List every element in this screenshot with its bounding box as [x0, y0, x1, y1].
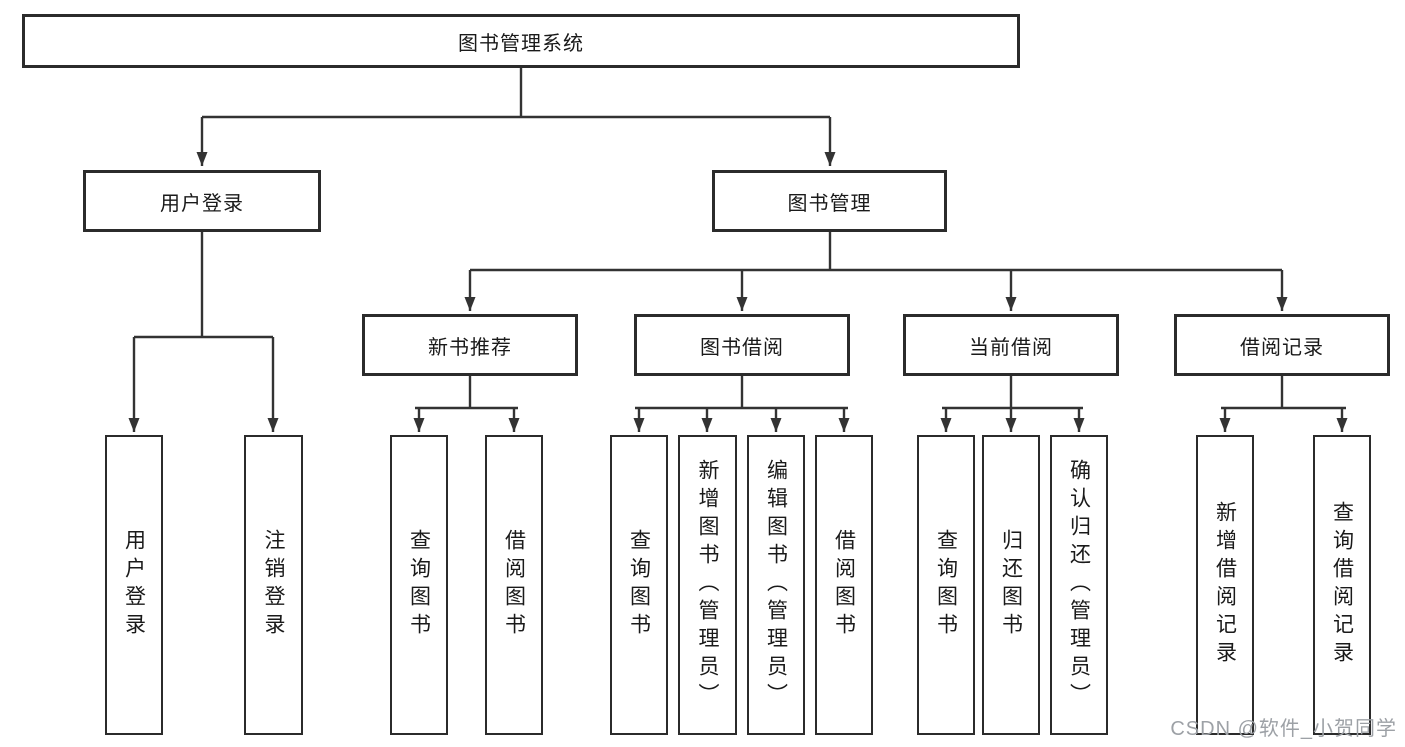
node-new-book-recommend: 新书推荐 — [362, 314, 578, 376]
connector-root-trunk — [202, 68, 830, 119]
leaf-recommend-query-books: 查询图书 — [390, 435, 448, 735]
connector-records-trunk — [1221, 376, 1346, 410]
node-book-borrowing: 图书借阅 — [634, 314, 850, 376]
leaf-borrowing-borrow-books: 借阅图书 — [815, 435, 873, 735]
node-borrowing-records-label: 借阅记录 — [1240, 336, 1324, 359]
node-book-management: 图书管理 — [712, 170, 947, 232]
leaf-current-return-books-label: 归还图书 — [999, 529, 1023, 641]
leaf-borrowing-borrow-books-label: 借阅图书 — [832, 529, 856, 641]
leaf-current-confirm-return-admin: 确认归还（管理员） — [1050, 435, 1108, 735]
leaf-recommend-query-books-label: 查询图书 — [407, 529, 431, 641]
leaf-borrowing-query-books: 查询图书 — [610, 435, 668, 735]
leaf-borrowing-query-books-label: 查询图书 — [627, 529, 651, 641]
node-library-system: 图书管理系统 — [22, 14, 1020, 68]
leaf-borrowing-add-books-admin-label: 新增图书（管理员） — [696, 459, 719, 711]
node-new-book-recommend-label: 新书推荐 — [428, 336, 512, 359]
node-book-borrowing-label: 图书借阅 — [700, 336, 784, 359]
connector-borrow-trunk — [635, 376, 848, 410]
connector-recommend-trunk — [415, 376, 518, 410]
node-user-login: 用户登录 — [83, 170, 321, 232]
connector-current-trunk — [942, 376, 1083, 410]
leaf-records-add-record-label: 新增借阅记录 — [1213, 501, 1237, 669]
leaf-borrowing-edit-books-admin-label: 编辑图书（管理员） — [764, 459, 788, 711]
leaf-current-query-books-label: 查询图书 — [934, 529, 958, 641]
leaf-user-login-label: 用户登录 — [122, 529, 146, 641]
csdn-watermark: CSDN @软件_小贺同学 — [1170, 718, 1397, 740]
leaf-current-return-books: 归还图书 — [982, 435, 1040, 735]
leaf-borrowing-edit-books-admin: 编辑图书（管理员） — [747, 435, 805, 735]
leaf-recommend-borrow-books-label: 借阅图书 — [502, 529, 526, 641]
node-library-system-label: 图书管理系统 — [458, 32, 584, 55]
node-book-management-label: 图书管理 — [787, 192, 872, 215]
leaf-records-add-record: 新增借阅记录 — [1196, 435, 1254, 735]
leaf-user-login: 用户登录 — [105, 435, 163, 735]
leaf-logout-login: 注销登录 — [244, 435, 303, 735]
node-current-borrowing: 当前借阅 — [903, 314, 1119, 376]
leaf-records-query-record-label: 查询借阅记录 — [1330, 501, 1354, 669]
connector-book-mgmt-trunk — [470, 232, 1282, 272]
connector-user-login-trunk — [134, 232, 273, 339]
leaf-current-query-books: 查询图书 — [917, 435, 975, 735]
leaf-recommend-borrow-books: 借阅图书 — [485, 435, 543, 735]
leaf-borrowing-add-books-admin: 新增图书（管理员） — [678, 435, 737, 735]
leaf-current-confirm-return-admin-label: 确认归还（管理员） — [1067, 459, 1091, 711]
node-borrowing-records: 借阅记录 — [1174, 314, 1390, 376]
node-current-borrowing-label: 当前借阅 — [969, 336, 1053, 359]
leaf-logout-login-label: 注销登录 — [262, 529, 285, 641]
leaf-records-query-record: 查询借阅记录 — [1313, 435, 1371, 735]
node-user-login-label: 用户登录 — [160, 192, 244, 215]
